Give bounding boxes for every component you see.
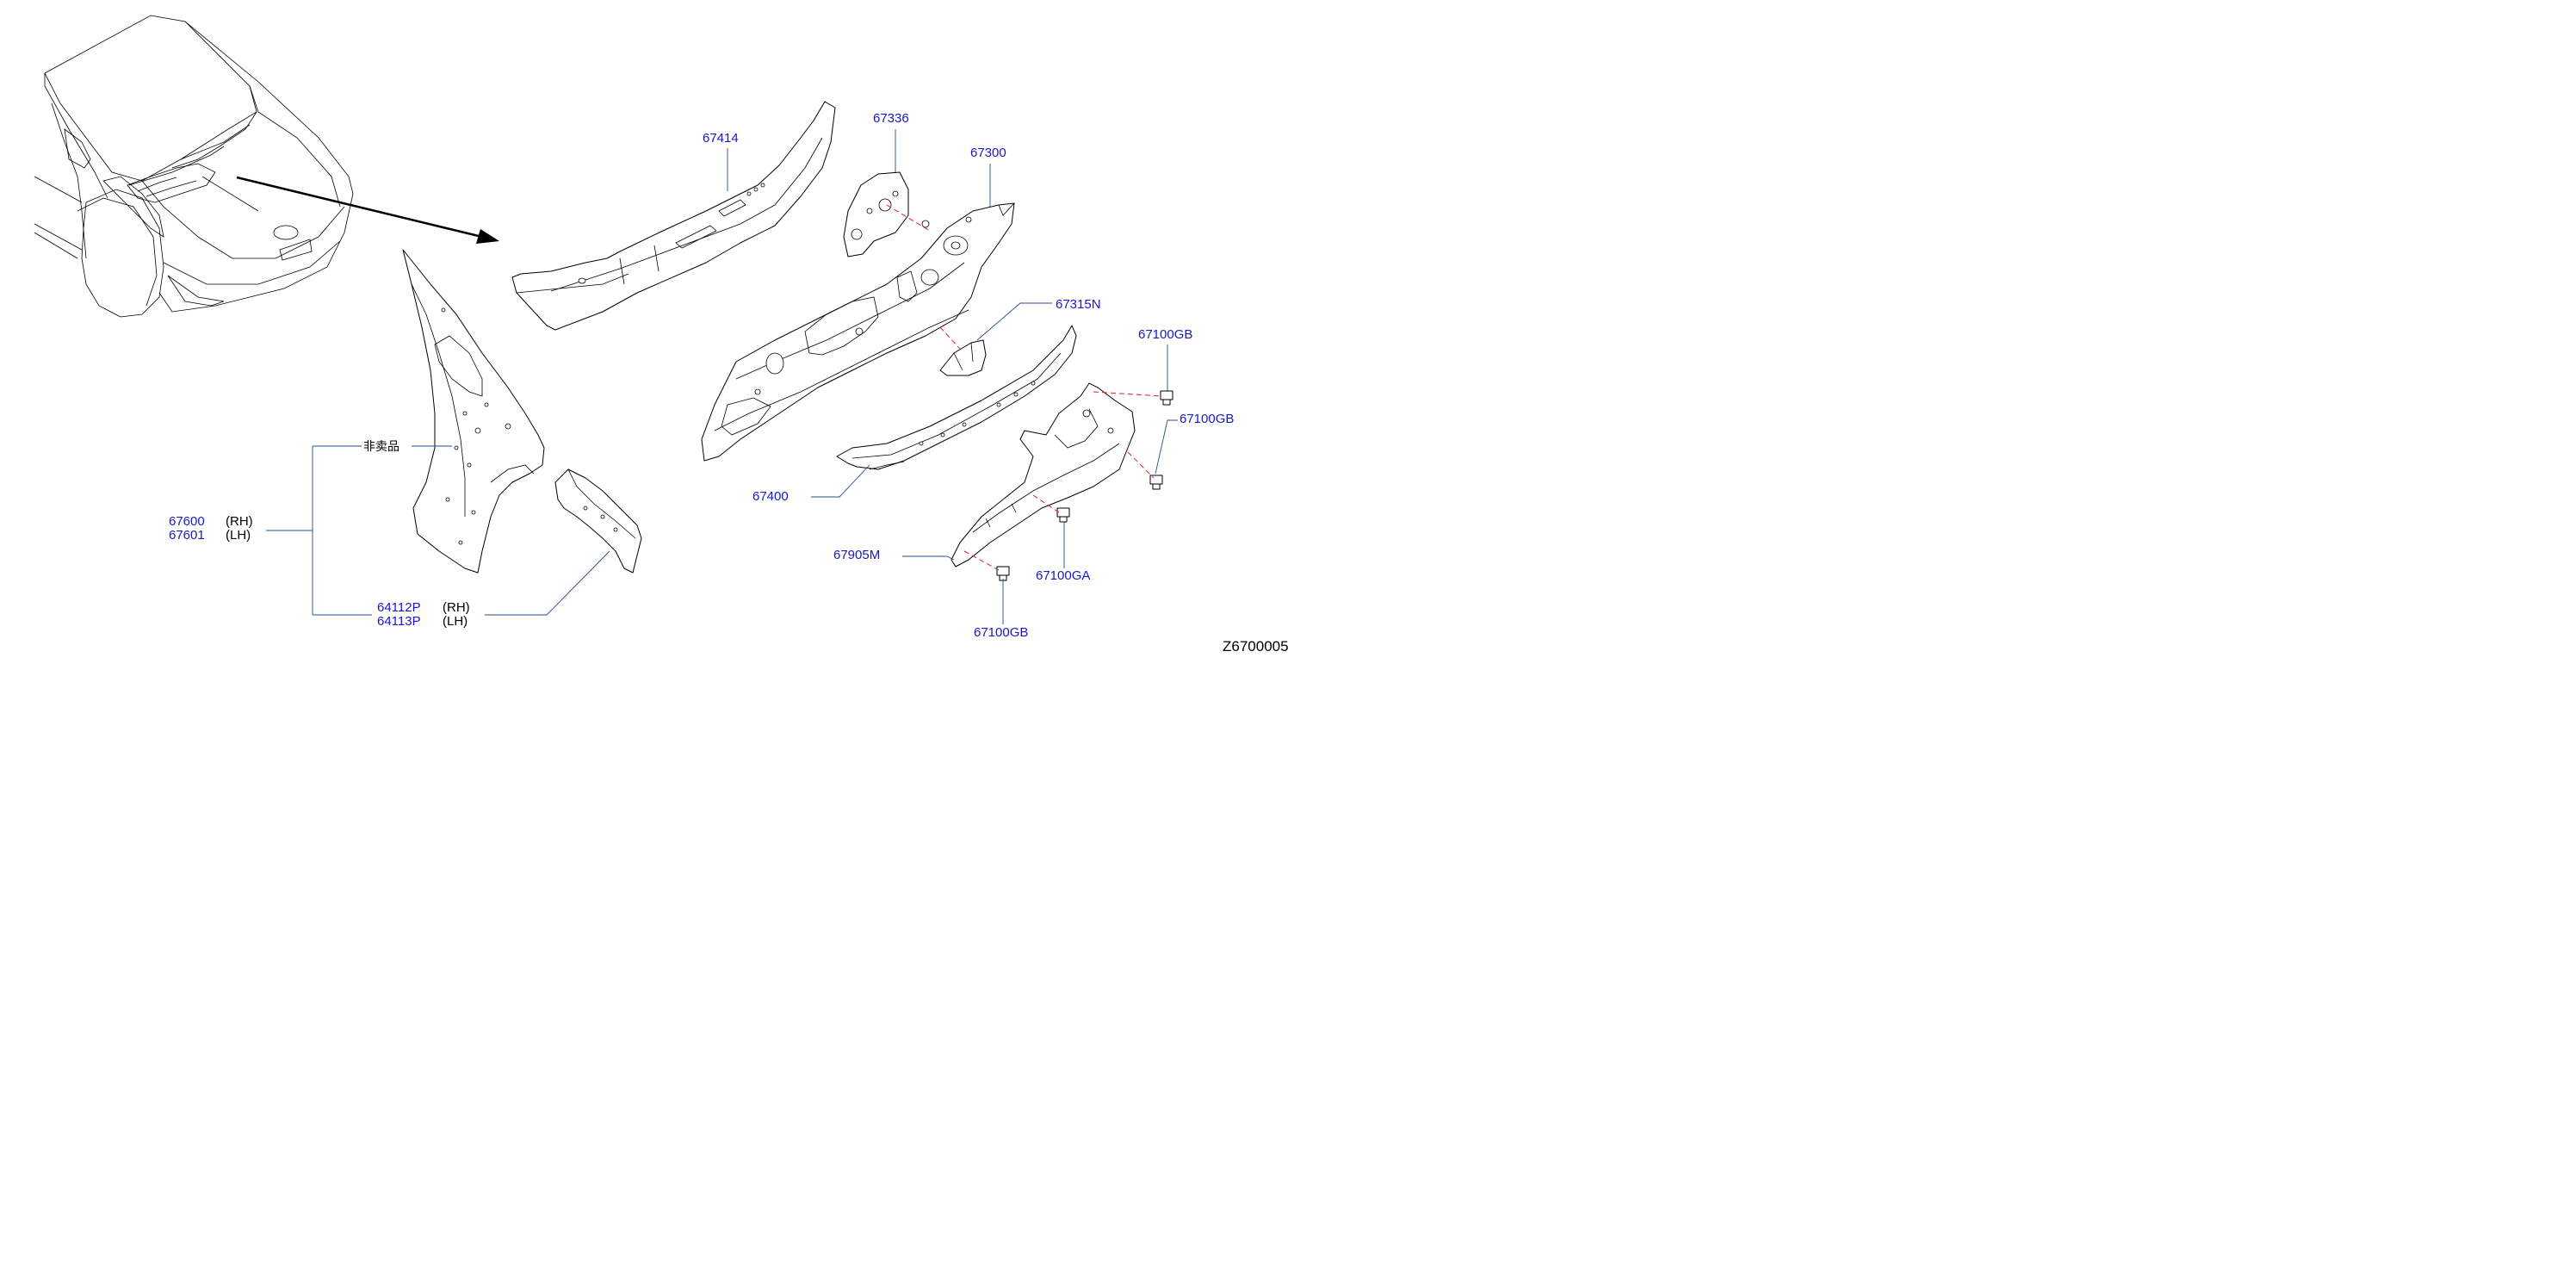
label-67414: 67414 (703, 131, 739, 146)
part-67414-shape (511, 101, 836, 331)
label-64113P-side: (LH) (443, 614, 468, 629)
part-67905M-shape (951, 382, 1136, 568)
label-64112P: 64112P (377, 600, 421, 615)
car-front-illustration (34, 15, 354, 318)
label-67100GA: 67100GA (1036, 568, 1091, 583)
label-67100GB-a: 67100GB (1138, 327, 1193, 342)
label-not-for-sale: 非卖品 (363, 440, 399, 454)
part-67336-shape (843, 171, 909, 257)
part-67300-shape (701, 202, 1015, 462)
arrow-icon (236, 176, 499, 244)
diagram-artwork (34, 15, 1178, 624)
label-67100GB-c: 67100GB (974, 625, 1029, 640)
clip-67100GA-icon (1056, 507, 1070, 523)
label-67600-side: (RH) (226, 514, 253, 529)
label-67300: 67300 (970, 146, 1006, 160)
parts-diagram: 67414 67336 67300 67315N 67100GB 67100GB… (0, 0, 1329, 667)
clip-67100GB-a-icon (1160, 390, 1173, 406)
label-67315N: 67315N (1056, 297, 1101, 312)
label-67905M: 67905M (833, 548, 881, 562)
label-67400: 67400 (752, 489, 789, 504)
part-67315N-shape (939, 339, 987, 376)
clip-67100GB-c-icon (996, 566, 1010, 581)
dashed-connectors (886, 204, 1163, 571)
clip-67100GB-b-icon (1149, 475, 1163, 490)
leader-lines (266, 129, 1178, 624)
label-67601: 67601 (169, 528, 205, 543)
label-64112P-side: (RH) (443, 600, 470, 615)
diagram-code: Z6700005 (1223, 638, 1289, 655)
label-64113P: 64113P (377, 614, 421, 629)
label-67600: 67600 (169, 514, 205, 529)
label-67100GB-b: 67100GB (1180, 412, 1235, 426)
part-64112P-shape (554, 468, 642, 574)
part-67400-shape (836, 325, 1077, 470)
label-67336: 67336 (873, 111, 909, 126)
part-67600-shape (402, 249, 545, 574)
label-67601-side: (LH) (226, 528, 251, 543)
